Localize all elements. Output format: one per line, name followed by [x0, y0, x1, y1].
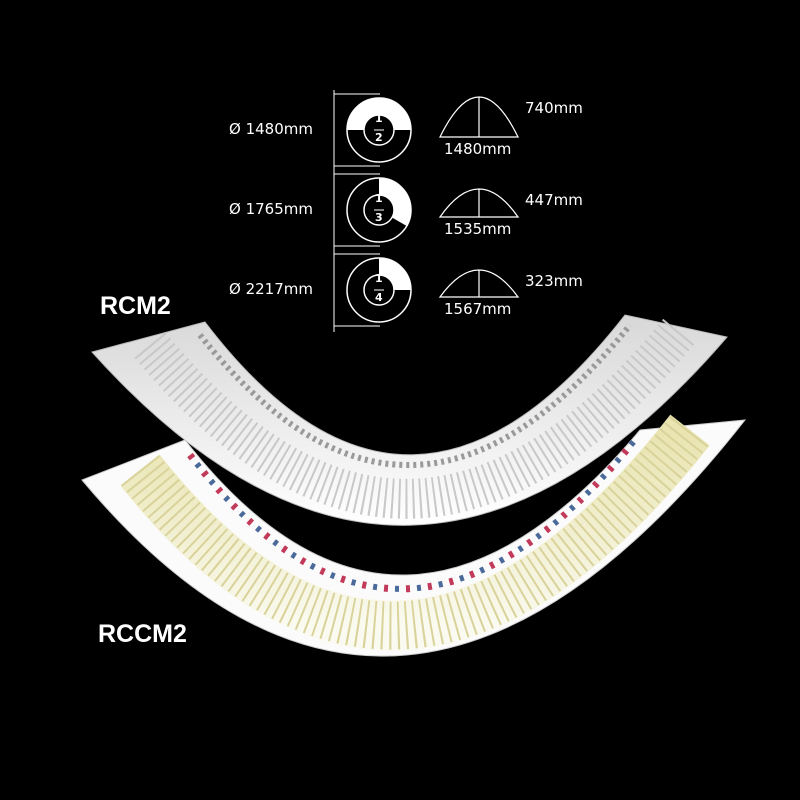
fraction-numerator: 1 — [375, 192, 383, 205]
rccm2-flute-lines — [121, 415, 709, 650]
arc-height-label: 323mm — [525, 272, 583, 290]
dimension-bracket — [333, 250, 380, 332]
ring-fraction-fill — [347, 98, 411, 130]
diameter-label: Ø 1480mm — [229, 120, 313, 138]
rcm2-flutes — [134, 317, 696, 519]
product-code-rcm2: RCM2 — [100, 292, 171, 320]
segment-arc-diagram — [438, 188, 520, 218]
rccm2-flower-band — [187, 437, 638, 593]
fraction-denominator: 2 — [375, 131, 383, 144]
fraction-denominator: 3 — [375, 211, 383, 224]
chord-length-label: 1535mm — [444, 220, 512, 238]
diameter-label: Ø 1765mm — [229, 200, 313, 218]
fraction-denominator: 4 — [375, 291, 383, 304]
chord-length-label: 1567mm — [444, 300, 512, 318]
dimension-bracket — [333, 90, 380, 172]
ring-fraction-fill — [379, 178, 411, 226]
chord-length-label: 1480mm — [444, 140, 512, 158]
arc-height-label: 740mm — [525, 99, 583, 117]
arc-height-label: 447mm — [525, 191, 583, 209]
diameter-label: Ø 2217mm — [229, 280, 313, 298]
rcm2-ornament-band — [197, 323, 633, 468]
ring-fraction-fill — [379, 258, 411, 290]
fraction-numerator: 1 — [375, 272, 383, 285]
fraction-numerator: 1 — [375, 112, 383, 125]
rcm2-molding — [91, 314, 728, 526]
product-code-rccm2: RCCM2 — [98, 620, 187, 648]
segment-arc-diagram — [439, 96, 519, 138]
segment-arc-diagram — [438, 269, 520, 298]
dimension-bracket — [333, 170, 380, 252]
